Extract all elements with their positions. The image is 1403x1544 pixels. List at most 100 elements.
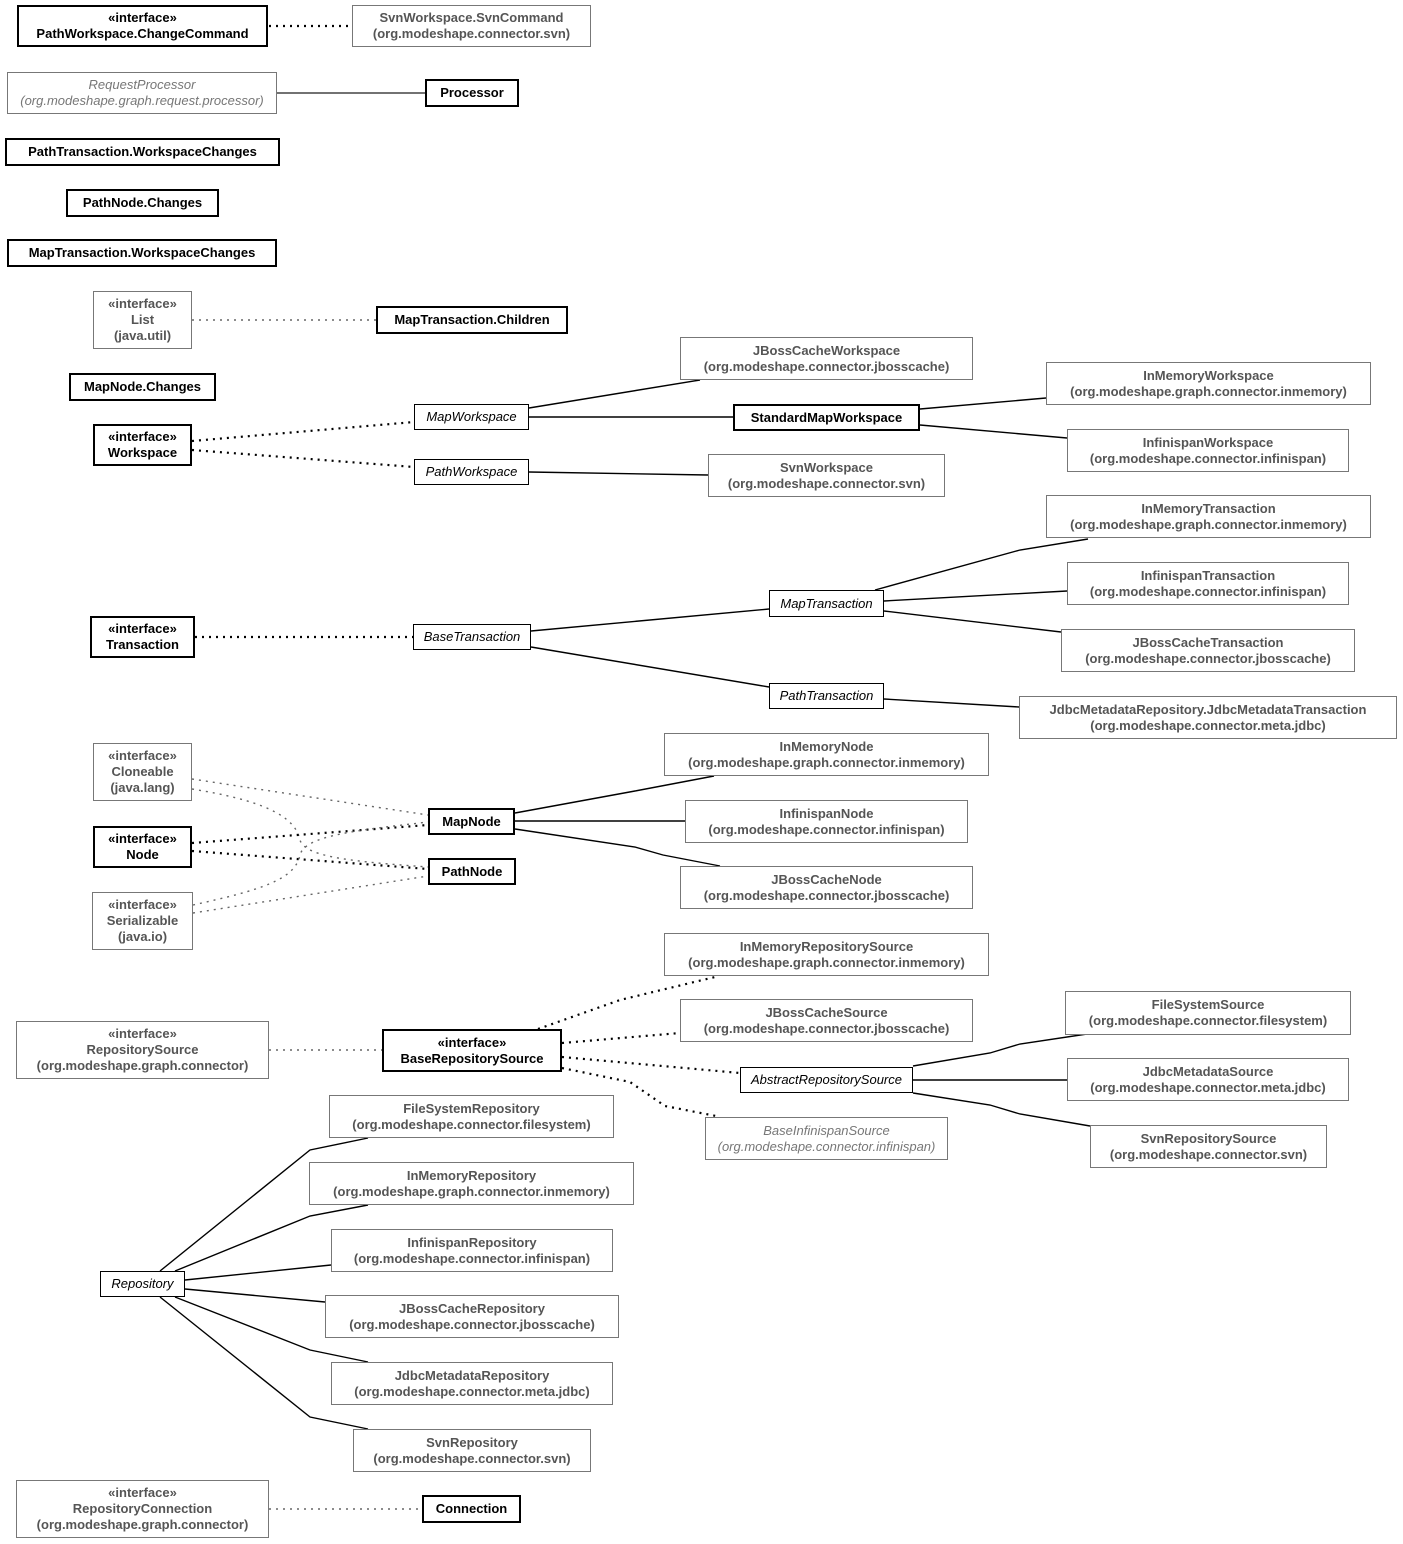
node-maptransaction-workspacechanges[interactable]: MapTransaction.WorkspaceChanges	[7, 239, 277, 267]
node-cloneable[interactable]: «interface» Cloneable (java.lang)	[93, 743, 192, 801]
node-infinispan-node[interactable]: InfinispanNode (org.modeshape.connector.…	[685, 800, 968, 843]
edge-mapnode-jbosscachenode	[514, 828, 721, 867]
node-pathnode-changes[interactable]: PathNode.Changes	[66, 189, 219, 217]
node-base-repositorysource[interactable]: «interface» BaseRepositorySource	[382, 1029, 562, 1072]
node-processor[interactable]: Processor	[425, 79, 519, 107]
node-pathtransaction-workspacechanges[interactable]: PathTransaction.WorkspaceChanges	[5, 138, 280, 166]
stereotype-label: «interface»	[108, 429, 177, 444]
class-name: JdbcMetadataRepository.JdbcMetadataTrans…	[1049, 701, 1367, 717]
node-svn-command[interactable]: SvnWorkspace.SvnCommand (org.modeshape.c…	[352, 5, 591, 47]
package-name: (org.modeshape.connector.filesystem)	[1088, 1013, 1328, 1028]
node-list[interactable]: «interface» List (java.util)	[93, 291, 192, 349]
stereotype-label: «interface»	[108, 748, 177, 763]
node-jdbcmetadata-source[interactable]: JdbcMetadataSource (org.modeshape.connec…	[1067, 1058, 1349, 1101]
node-mapnode[interactable]: MapNode	[428, 808, 515, 835]
node-transaction[interactable]: «interface» Transaction	[90, 616, 195, 658]
node-serializable[interactable]: «interface» Serializable (java.io)	[92, 892, 193, 950]
package-name: (org.modeshape.connector.infinispan)	[1089, 583, 1327, 599]
node-pathworkspace-changecommand[interactable]: «interface» PathWorkspace.ChangeCommand	[17, 5, 268, 47]
node-jbosscache-workspace[interactable]: JBossCacheWorkspace (org.modeshape.conne…	[680, 337, 973, 380]
node-connection[interactable]: Connection	[422, 1495, 521, 1523]
class-name: Cloneable	[111, 764, 174, 779]
node-pathtransaction[interactable]: PathTransaction	[769, 683, 884, 709]
edge-mapnode-inmemorynode	[514, 775, 715, 814]
node-abstract-repositorysource[interactable]: AbstractRepositorySource	[740, 1067, 913, 1093]
package-name: (org.modeshape.graph.connector)	[36, 1058, 249, 1073]
node-svn-workspace[interactable]: SvnWorkspace (org.modeshape.connector.sv…	[708, 454, 945, 497]
node-jdbcmetadata-repository[interactable]: JdbcMetadataRepository (org.modeshape.co…	[331, 1362, 613, 1405]
class-name: InMemoryRepository	[406, 1167, 537, 1183]
node-inmemory-workspace[interactable]: InMemoryWorkspace (org.modeshape.graph.c…	[1046, 362, 1371, 405]
node-repository[interactable]: Repository	[100, 1271, 185, 1297]
node-repositoryconnection[interactable]: «interface» RepositoryConnection (org.mo…	[16, 1480, 269, 1538]
package-name: (org.modeshape.connector.jbosscache)	[349, 1316, 595, 1332]
node-base-infinispansource[interactable]: BaseInfinispanSource (org.modeshape.conn…	[705, 1117, 948, 1160]
package-name: (org.modeshape.graph.connector.inmemory)	[1070, 383, 1347, 399]
class-name: FileSystemSource	[1151, 997, 1265, 1012]
package-name: (org.modeshape.graph.connector.inmemory)	[1070, 516, 1347, 532]
node-standardmapworkspace[interactable]: StandardMapWorkspace	[733, 404, 920, 431]
node-mapworkspace[interactable]: MapWorkspace	[414, 404, 529, 430]
node-maptransaction-children[interactable]: MapTransaction.Children	[376, 306, 568, 334]
class-name: SvnRepositorySource	[1140, 1130, 1277, 1146]
class-name: JBossCacheSource	[765, 1004, 888, 1020]
package-name: (org.modeshape.connector.svn)	[373, 1450, 571, 1466]
class-name: SvnWorkspace	[780, 459, 873, 475]
class-name: MapTransaction.WorkspaceChanges	[28, 245, 256, 260]
edge-repository-svnrepository	[159, 1296, 369, 1430]
class-name: PathNode	[441, 863, 503, 879]
node-jbosscache-source[interactable]: JBossCacheSource (org.modeshape.connecto…	[680, 999, 973, 1042]
node-inmemory-repository[interactable]: InMemoryRepository (org.modeshape.graph.…	[309, 1162, 634, 1205]
class-name: MapTransaction.Children	[394, 312, 550, 327]
node-infinispan-workspace[interactable]: InfinispanWorkspace (org.modeshape.conne…	[1067, 429, 1349, 472]
edge-pathworkspace-svnworkspace	[528, 471, 709, 476]
node-filesystem-repository[interactable]: FileSystemRepository (org.modeshape.conn…	[329, 1095, 614, 1138]
edge-repository-infinispanrepository	[184, 1264, 332, 1281]
node-jdbcmetadata-transaction[interactable]: JdbcMetadataRepository.JdbcMetadataTrans…	[1019, 696, 1397, 739]
package-name: (org.modeshape.graph.request.processor)	[20, 93, 264, 108]
class-name: JBossCacheNode	[771, 871, 882, 887]
package-name: (org.modeshape.connector.infinispan)	[1089, 450, 1327, 466]
edge-maptransaction-inmemorytransaction	[874, 538, 1089, 591]
node-inmemory-repositorysource[interactable]: InMemoryRepositorySource (org.modeshape.…	[664, 933, 989, 976]
node-svn-repositorysource[interactable]: SvnRepositorySource (org.modeshape.conne…	[1090, 1125, 1327, 1168]
class-name: MapNode	[442, 813, 501, 829]
node-workspace[interactable]: «interface» Workspace	[93, 424, 192, 466]
edge-cloneable-pathnode	[191, 788, 429, 868]
node-infinispan-repository[interactable]: InfinispanRepository (org.modeshape.conn…	[331, 1229, 613, 1272]
node-jbosscache-repository[interactable]: JBossCacheRepository (org.modeshape.conn…	[325, 1295, 619, 1338]
node-pathworkspace[interactable]: PathWorkspace	[414, 459, 529, 485]
package-name: (org.modeshape.connector.jbosscache)	[703, 358, 950, 374]
node-svn-repository[interactable]: SvnRepository (org.modeshape.connector.s…	[353, 1429, 591, 1472]
node-inmemory-node[interactable]: InMemoryNode (org.modeshape.graph.connec…	[664, 733, 989, 776]
package-name: (org.modeshape.connector.svn)	[372, 26, 571, 41]
package-name: (org.modeshape.connector.filesystem)	[352, 1116, 591, 1132]
class-name: PathTransaction	[779, 688, 874, 703]
node-maptransaction[interactable]: MapTransaction	[769, 590, 884, 617]
edge-basetransaction-pathtransaction	[530, 646, 770, 688]
stereotype-label: «interface»	[108, 831, 177, 846]
class-name: JBossCacheTransaction	[1132, 634, 1284, 650]
class-name: SvnWorkspace.SvnCommand	[379, 10, 564, 25]
edge-maptransaction-infinispantransaction	[883, 590, 1068, 602]
node-inmemory-transaction[interactable]: InMemoryTransaction (org.modeshape.graph…	[1046, 495, 1371, 538]
package-name: (java.lang)	[110, 780, 175, 795]
node-node[interactable]: «interface» Node	[93, 826, 192, 868]
edge-abstractsource-svnrepositorysource	[912, 1092, 1091, 1127]
class-name: PathNode.Changes	[82, 195, 203, 210]
class-name: RepositoryConnection	[72, 1501, 213, 1516]
edge-workspace-mapworkspace	[191, 420, 415, 443]
node-jbosscache-node[interactable]: JBossCacheNode (org.modeshape.connector.…	[680, 866, 973, 909]
class-name: JBossCacheWorkspace	[752, 342, 901, 358]
node-pathnode[interactable]: PathNode	[428, 858, 516, 885]
node-request-processor[interactable]: RequestProcessor (org.modeshape.graph.re…	[7, 72, 277, 114]
package-name: (org.modeshape.connector.meta.jdbc)	[1090, 1079, 1326, 1095]
node-jbosscache-transaction[interactable]: JBossCacheTransaction (org.modeshape.con…	[1061, 629, 1355, 672]
node-repositorysource[interactable]: «interface» RepositorySource (org.modesh…	[16, 1021, 269, 1079]
node-filesystem-source[interactable]: FileSystemSource (org.modeshape.connecto…	[1065, 991, 1351, 1035]
node-basetransaction[interactable]: BaseTransaction	[413, 624, 531, 650]
node-mapnode-changes[interactable]: MapNode.Changes	[69, 373, 216, 401]
node-infinispan-transaction[interactable]: InfinispanTransaction (org.modeshape.con…	[1067, 562, 1349, 605]
class-name: PathWorkspace	[425, 464, 518, 479]
